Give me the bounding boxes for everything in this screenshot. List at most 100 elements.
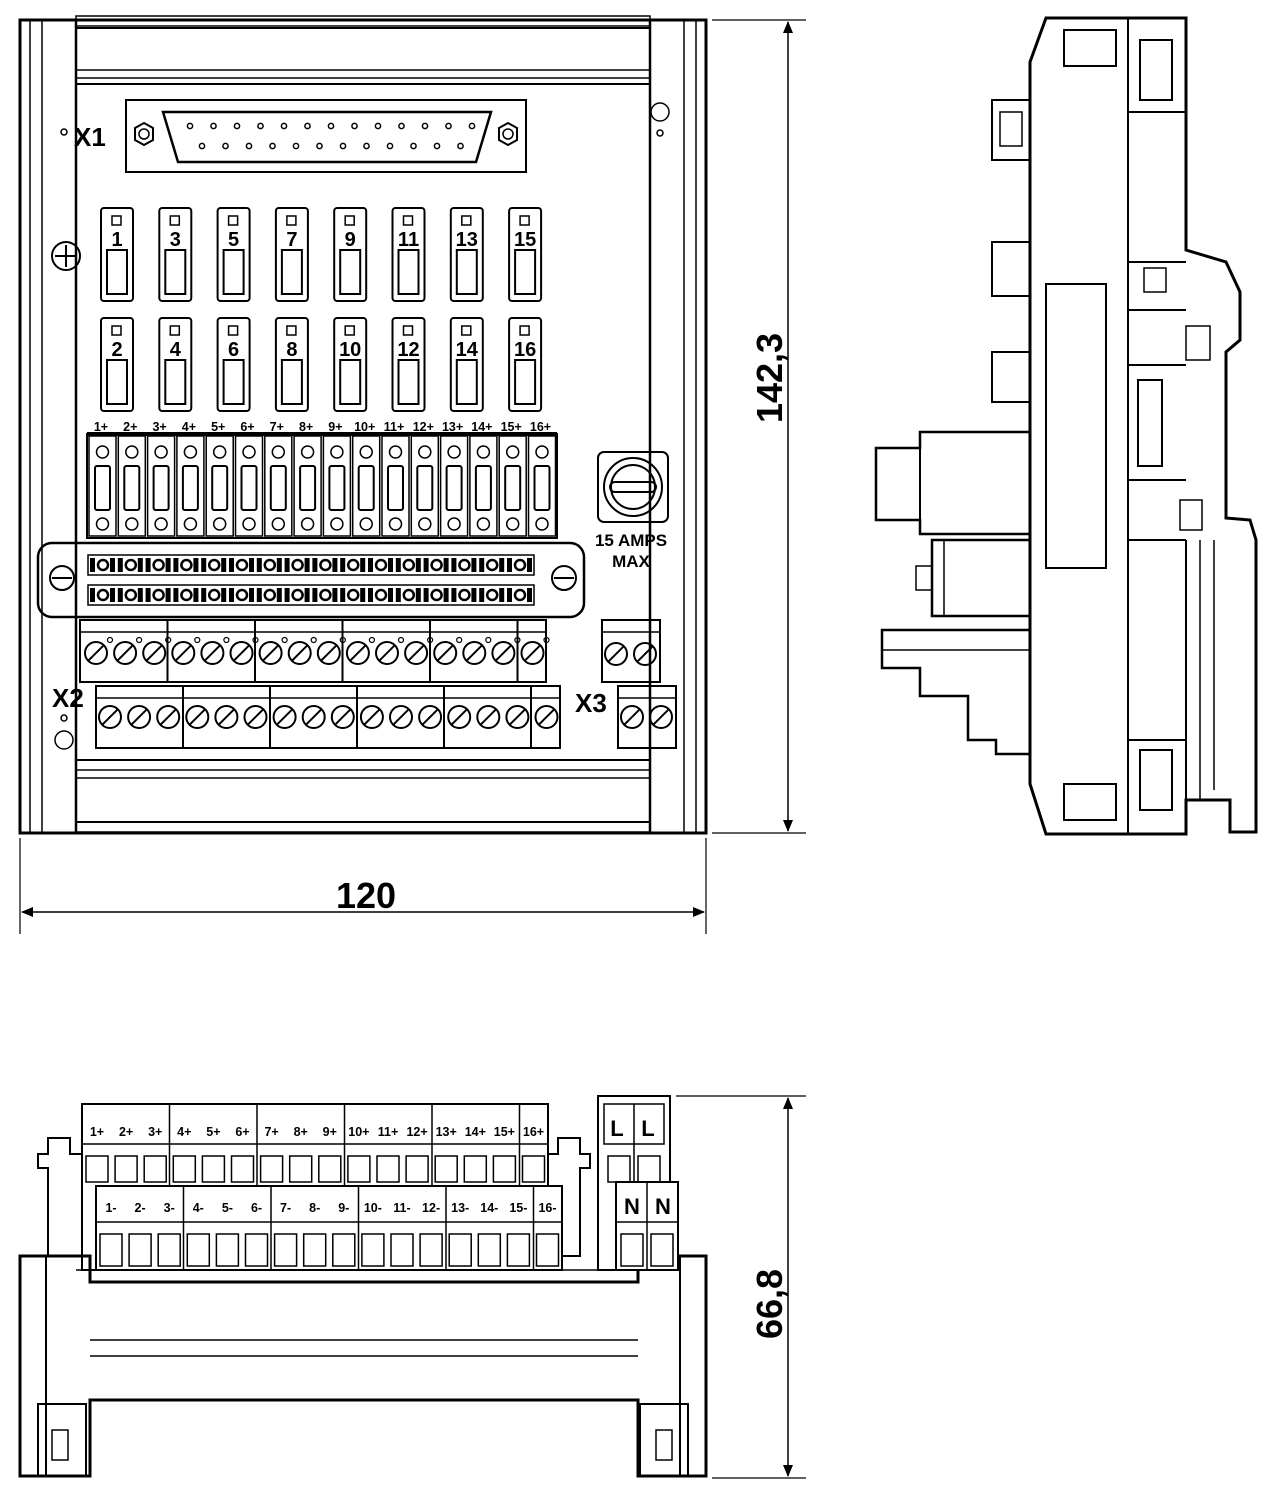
fuse-cell: [381, 435, 410, 537]
fuse-cell: [88, 435, 117, 537]
pin-icon: [198, 142, 206, 150]
fuse-number: 14: [456, 339, 479, 361]
plus-label: 13+: [442, 420, 463, 434]
base-housing: [18, 1254, 708, 1478]
bottom-plus-label: 11+: [378, 1125, 399, 1139]
screw-icon: [156, 705, 181, 729]
hex-screw-icon: [498, 121, 518, 147]
screw-icon: [389, 705, 413, 729]
screw-icon: [185, 705, 210, 729]
terminal-opening: [347, 1155, 371, 1183]
screw-icon: [316, 641, 341, 665]
bottom-minus-label: 12-: [422, 1201, 440, 1215]
pin-icon: [316, 142, 323, 150]
terminal-opening: [85, 1155, 109, 1183]
fuse-window: [222, 249, 245, 295]
plus-label: 11+: [384, 420, 405, 434]
bottom-plus-label: 4+: [177, 1125, 191, 1139]
screw-icon: [534, 705, 559, 729]
screw-icon: [359, 705, 384, 729]
bottom-plus-label: 6+: [235, 1125, 249, 1139]
right-rail: [648, 18, 708, 835]
fuse-holder: [274, 207, 309, 302]
screw-icon: [142, 641, 167, 665]
pin-icon: [304, 122, 311, 130]
terminal-opening: [230, 1155, 255, 1183]
pin-icon: [339, 142, 347, 150]
dimension-depth: 66,8: [676, 1095, 806, 1479]
pin-icon: [327, 122, 335, 130]
latch-icon: [1139, 749, 1173, 811]
screw-icon: [462, 641, 487, 665]
bottom-minus-label: 9-: [338, 1201, 349, 1215]
bottom-plus-label: 1+: [90, 1125, 104, 1139]
fuse-cell: [264, 435, 293, 537]
bottom-minus-label: 4-: [193, 1201, 204, 1215]
terminal-opening: [99, 1233, 123, 1267]
bottom-plus-label: 10+: [348, 1125, 369, 1139]
pin-icon: [351, 122, 358, 130]
led-icon: [111, 325, 122, 336]
screw-icon: [375, 641, 399, 665]
screw-icon: [520, 641, 545, 665]
screw-icon: [491, 641, 516, 665]
plus-label: 14+: [471, 420, 492, 434]
terminal-block-lower: [95, 685, 561, 749]
top-band: [75, 27, 651, 85]
bottom-minus-label: 8-: [309, 1201, 320, 1215]
fuse-window: [164, 249, 187, 295]
x2-label: X2: [52, 683, 84, 713]
fuse-number: 2: [111, 339, 122, 361]
bottom-plus-label: 7+: [264, 1125, 278, 1139]
fuse-holder: [333, 207, 368, 302]
terminal-opening: [463, 1155, 488, 1183]
fuse-number: 7: [286, 229, 297, 251]
terminal-opening: [448, 1233, 472, 1267]
terminal-opening: [215, 1233, 240, 1267]
terminal-opening: [376, 1155, 400, 1183]
fuse-cell: [176, 435, 205, 537]
rating-line-2: MAX: [612, 552, 650, 571]
plus-label: 9+: [328, 420, 342, 434]
fuse-number: 16: [514, 339, 536, 361]
terminal-opening: [535, 1233, 560, 1267]
fuse-window: [339, 359, 362, 405]
fuse-window: [514, 249, 537, 295]
fuse-window: [455, 249, 478, 295]
screw-icon: [243, 705, 268, 729]
jumper-plate: [36, 541, 586, 619]
bottom-plus-label: 2+: [119, 1125, 133, 1139]
led-icon: [286, 215, 297, 226]
fuse-window: [222, 359, 245, 405]
led-icon: [402, 215, 414, 226]
left-rail: [18, 18, 78, 835]
fuse-number: 3: [170, 229, 181, 251]
pin-icon: [233, 122, 241, 130]
plus-label: 6+: [240, 420, 254, 434]
screw-icon: [505, 705, 530, 729]
terminal-opening: [259, 1155, 284, 1183]
pin-icon: [374, 122, 382, 130]
bottom-minus-label: 7-: [280, 1201, 291, 1215]
fuse-cell: [527, 435, 557, 537]
fuse-cell: [234, 435, 264, 537]
screw-icon: [433, 641, 458, 665]
screw-icon: [649, 705, 673, 729]
terminal-opening: [143, 1155, 167, 1183]
terminal-opening: [521, 1155, 546, 1183]
bottom-plus-label: 5+: [206, 1125, 220, 1139]
dimension-height-value: 142,3: [749, 333, 790, 423]
plus-label: 16+: [530, 420, 551, 434]
screw-icon: [330, 705, 355, 729]
fuse-holder: [100, 317, 134, 412]
pin-icon: [186, 122, 194, 130]
bottom-plus-label: 3+: [148, 1125, 162, 1139]
bottom-plus-label: 16+: [523, 1125, 544, 1139]
fuse-number: 13: [456, 229, 478, 251]
fuse-number: 5: [228, 229, 239, 251]
fuse-holder: [449, 317, 484, 412]
